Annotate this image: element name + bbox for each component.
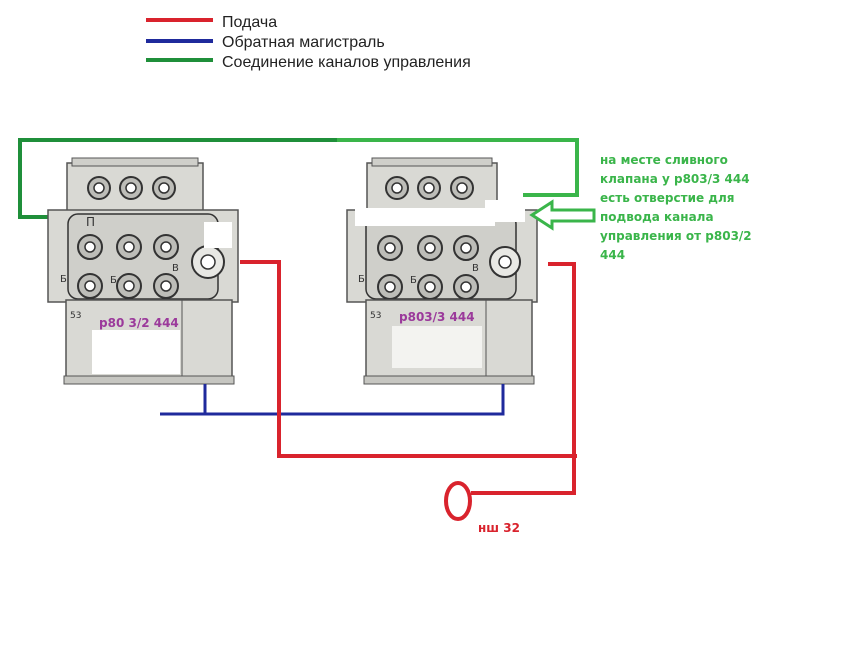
pump-symbol: [444, 481, 472, 521]
control-line: [18, 138, 579, 219]
legend: Подача Обратная магистраль Соединение ка…: [146, 14, 471, 71]
pump-label: нш 32: [478, 521, 520, 535]
note: на месте сливного клапана у р803/3 444 е…: [600, 153, 752, 262]
left-valve: П Б Б В 53 р80 3/2 444: [47, 157, 239, 385]
legend-return-label: Обратная магистраль: [222, 34, 385, 51]
note-line-5: управления от р803/2: [600, 229, 752, 243]
note-line-6: 444: [600, 248, 625, 262]
note-line-3: есть отверстие для: [600, 191, 734, 205]
right-valve: Б Б В 53 р803/3 444: [346, 157, 538, 385]
right-valve-mark-v: В: [472, 263, 479, 274]
right-valve-label: р803/3 444: [399, 310, 475, 324]
left-valve-mark-p: П: [86, 215, 95, 229]
legend-supply-label: Подача: [222, 14, 277, 31]
note-line-2: клапана у р803/3 444: [600, 172, 750, 186]
legend-control-label: Соединение каналов управления: [222, 54, 471, 71]
control-port-arrow: [529, 199, 596, 231]
left-valve-mark-53: 53: [70, 311, 81, 321]
left-valve-mark-v: В: [172, 263, 179, 274]
right-valve-mark-b2: Б: [410, 275, 417, 286]
left-valve-mark-b1: Б: [60, 274, 67, 285]
left-valve-label: р80 3/2 444: [99, 316, 179, 330]
right-valve-mark-53: 53: [370, 311, 381, 321]
right-valve-mark-b1: Б: [358, 274, 365, 285]
note-line-4: подвода канала: [600, 210, 714, 224]
note-line-1: на месте сливного: [600, 153, 728, 167]
return-line: [160, 384, 505, 416]
supply-line: [240, 260, 577, 521]
left-valve-mark-b2: Б: [110, 275, 117, 286]
